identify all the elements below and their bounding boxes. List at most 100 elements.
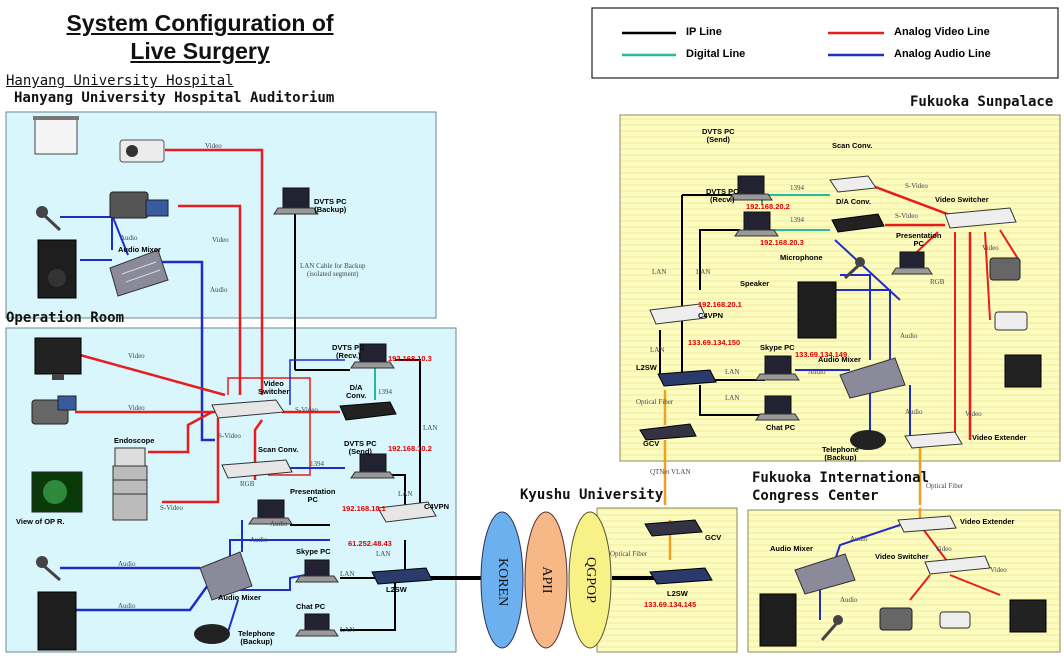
op-audio-mixer-icon bbox=[199, 551, 253, 601]
fic-video-label-2: Video bbox=[990, 566, 1007, 574]
audio-mixer-label: Audio Mixer bbox=[118, 245, 161, 254]
fs-chat-pc-label: Chat PC bbox=[766, 423, 796, 432]
sunpalace-panel bbox=[619, 114, 1061, 462]
l2sw-switch-icon bbox=[371, 567, 433, 585]
fic-heading-line2: Congress Center bbox=[752, 488, 879, 504]
fic-video-switcher-icon bbox=[924, 555, 991, 575]
fs-microphone-label: Microphone bbox=[780, 253, 823, 262]
dvts-recv-label: DVTS PC (Recv.) bbox=[332, 343, 365, 360]
audio-mixer-icon bbox=[109, 249, 169, 297]
fs-svideo-label-2: S-Video bbox=[895, 212, 918, 220]
op-audio-label-4: Audio bbox=[270, 520, 288, 528]
fic-video-label-1: Video bbox=[935, 545, 952, 553]
fs-dvts-send-laptop-icon bbox=[728, 175, 773, 201]
ip-op-send: 192.168.10.2 bbox=[388, 444, 432, 453]
da-conv-label: D/A Conv. bbox=[346, 383, 367, 400]
fs-lan-label-3: LAN bbox=[650, 346, 665, 354]
fs-chat-pc-laptop-icon bbox=[755, 395, 800, 421]
apii-network bbox=[524, 511, 568, 649]
fs-gcv-device-icon bbox=[639, 423, 697, 441]
op-camera-icon bbox=[31, 395, 77, 425]
fs-1394-label-1: 1394 bbox=[790, 184, 804, 192]
view-of-op-room-image bbox=[31, 471, 83, 513]
fs-telephone-label: Telephone (Backup) bbox=[822, 445, 859, 462]
fs-dvts-recv-laptop-icon bbox=[734, 211, 779, 237]
aud-video-line-label-2: Video bbox=[212, 236, 229, 244]
op-audio-label-3: Audio bbox=[250, 536, 268, 544]
l2sw-label: L2SW bbox=[386, 585, 407, 594]
fs-lan-label-2: LAN bbox=[696, 268, 711, 276]
op-speaker-icon bbox=[37, 591, 77, 651]
ip-fs-skype: 133.69.134.149 bbox=[795, 350, 848, 359]
speaker-icon bbox=[37, 239, 77, 299]
op-svideo-label-3: S-Video bbox=[295, 406, 318, 414]
presentation-pc-laptop-icon bbox=[248, 499, 293, 525]
telephone-label: Telephone (Backup) bbox=[238, 629, 275, 646]
fs-dvts-recv-label: DVTS PC (Recv.) bbox=[706, 187, 739, 204]
ip-fs-recv: 192.168.20.3 bbox=[760, 238, 804, 247]
op-microphone-icon bbox=[36, 556, 61, 582]
aud-audio-line-label-2: Audio bbox=[210, 286, 228, 294]
c4vpn-label: C4VPN bbox=[424, 502, 450, 511]
ip-op-c4vpn: 192.168.10.1 bbox=[342, 504, 386, 513]
fic-monitor-icon bbox=[1009, 599, 1047, 633]
video-switcher-icon bbox=[211, 399, 285, 419]
fic-audio-label-1: Audio bbox=[850, 535, 868, 543]
fic-projector-icon bbox=[939, 611, 971, 629]
fic-camera-icon bbox=[879, 607, 913, 631]
chat-pc-laptop-icon bbox=[295, 613, 339, 637]
ip-ku-l2sw: 133.69.134.145 bbox=[644, 600, 697, 609]
chat-pc-label: Chat PC bbox=[296, 602, 326, 611]
fic-video-switcher-label: Video Switcher bbox=[875, 552, 929, 561]
op-video-label-2: Video bbox=[128, 404, 145, 412]
op-audio-label-2: Audio bbox=[118, 602, 136, 610]
fs-speaker-icon bbox=[797, 281, 837, 339]
fs-rgb-label: RGB bbox=[930, 278, 945, 286]
fic-audio-label-2: Audio bbox=[840, 596, 858, 604]
op-rgb-label: RGB bbox=[240, 480, 255, 488]
ip-op-recv: 192.168.10.3 bbox=[388, 354, 432, 363]
fs-projector-icon bbox=[994, 311, 1028, 331]
fs-presentation-pc-icon bbox=[891, 251, 933, 275]
skype-pc-label: Skype PC bbox=[296, 547, 331, 556]
op-svideo-label-1: S-Video bbox=[218, 432, 241, 440]
ku-l2sw-switch-icon bbox=[649, 567, 713, 585]
fs-presentation-pc-label: Presentation PC bbox=[896, 231, 942, 248]
fs-lan-label-5: LAN bbox=[725, 394, 740, 402]
fs-video-label-1: Video bbox=[982, 244, 999, 252]
fs-da-converter-icon bbox=[831, 213, 885, 233]
tv-monitor-icon bbox=[34, 337, 82, 380]
fs-1394-label-2: 1394 bbox=[790, 216, 804, 224]
kyushu-heading: Kyushu University bbox=[520, 487, 664, 503]
fs-scan-conv-label: Scan Conv. bbox=[832, 141, 873, 150]
projector-icon bbox=[119, 139, 165, 163]
hyu-heading: Hanyang University Hospital bbox=[6, 73, 234, 89]
fs-optical-label: Optical Fiber bbox=[636, 398, 674, 406]
legend-box bbox=[591, 7, 1059, 79]
ip-fs-send: 192.168.20.2 bbox=[746, 202, 790, 211]
ku-optical-label: Optical Fiber bbox=[610, 550, 648, 558]
fic-audio-mixer-label: Audio Mixer bbox=[770, 544, 813, 553]
ip-op-global: 61.252.48.43 bbox=[348, 539, 392, 548]
fs-video-extender-label: Video Extender bbox=[972, 433, 1027, 442]
title-line2: Live Surgery bbox=[130, 38, 270, 64]
view-op-label: View of OP R. bbox=[16, 517, 65, 526]
ku-gcv-device-icon bbox=[644, 519, 703, 537]
dvts-backup-laptop-icon bbox=[273, 187, 319, 215]
skype-pc-laptop-icon bbox=[295, 559, 339, 583]
telephone-icon bbox=[194, 624, 230, 644]
fs-l2sw-switch-icon bbox=[657, 369, 717, 387]
aud-video-line-label-1: Video bbox=[205, 142, 222, 150]
fs-video-extender-icon bbox=[904, 431, 963, 449]
op-lan-label-3: LAN bbox=[376, 550, 391, 558]
fs-gcv-label: GCV bbox=[643, 439, 660, 448]
auditorium-heading: Hanyang University Hospital Auditorium bbox=[14, 90, 335, 106]
op-lan-label-5: LAN bbox=[340, 626, 355, 634]
da-converter-icon bbox=[339, 401, 397, 421]
fs-audio-label-1: Audio bbox=[900, 332, 918, 340]
scan-conv-label: Scan Conv. bbox=[258, 445, 299, 454]
fs-lan-label-1: LAN bbox=[652, 268, 667, 276]
legend-analog-audio: Analog Audio Line bbox=[894, 48, 991, 60]
